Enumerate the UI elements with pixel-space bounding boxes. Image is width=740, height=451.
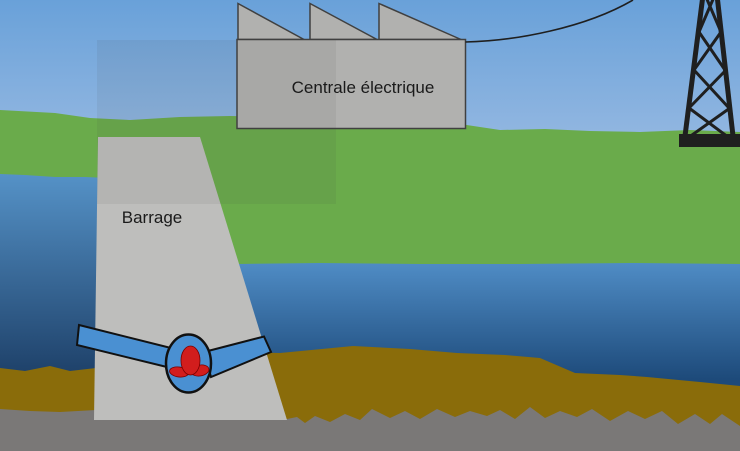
power-plant-label: Centrale électrique (292, 78, 435, 97)
reservoir-water (0, 174, 108, 382)
dam-label: Barrage (122, 208, 182, 227)
tower-base (679, 134, 740, 147)
shade-overlay (97, 40, 336, 204)
power-line-wire (465, 0, 634, 43)
power-plant-building (236, 2, 467, 130)
transmission-tower (679, 0, 740, 147)
power-plant-hall (236, 38, 467, 130)
tower-leg-right (715, 0, 736, 137)
tower-leg-left (682, 0, 705, 137)
turbine-rotor (169, 345, 210, 378)
rotor-blade-center (180, 345, 201, 376)
penstock-assembly (75, 323, 273, 394)
